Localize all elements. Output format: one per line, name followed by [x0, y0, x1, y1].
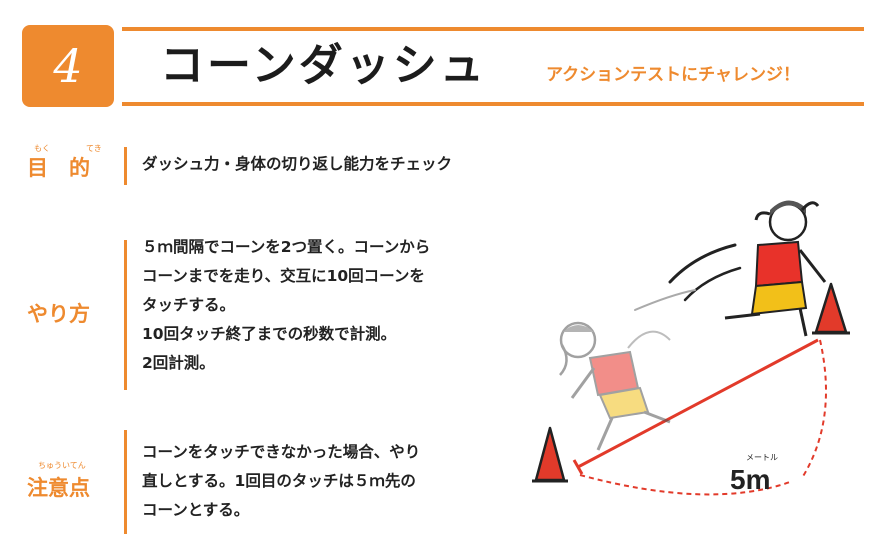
- motion-line: [634, 289, 696, 311]
- method-divider: [124, 240, 127, 390]
- cone-left-icon: [532, 426, 568, 483]
- dashed-arc-right: [801, 339, 827, 479]
- purpose-label-ruby-2: てき: [86, 144, 102, 153]
- notes-line: コーンをタッチできなかった場合、やり: [142, 443, 421, 461]
- section-number-badge: 4: [22, 25, 114, 107]
- purpose-divider: [124, 147, 127, 185]
- cone-dash-illustration: 5m メートル: [532, 200, 850, 496]
- notes-divider: [124, 430, 127, 534]
- dashed-arc-bottom: [579, 474, 791, 496]
- header-top-rule: [122, 27, 864, 31]
- notes-label: 注意点: [27, 476, 90, 500]
- notes-line: コーンとする。: [142, 501, 250, 519]
- method-line: ５ｍ間隔でコーンを2つ置く。コーンから: [142, 238, 431, 256]
- header-bottom-rule: [122, 102, 864, 106]
- method-line: コーンまでを走り、交互に10回コーンを: [142, 267, 425, 285]
- page-title: コーンダッシュ: [160, 40, 487, 91]
- distance-label: 5m: [730, 464, 770, 495]
- runner-icon: [724, 200, 827, 337]
- purpose-label-ruby-1: もく: [34, 144, 50, 153]
- notes-text: コーンをタッチできなかった場合、やり 直しとする。1回目のタッチは５ｍ先の コー…: [142, 438, 420, 525]
- distance-tick: [572, 459, 584, 475]
- method-line: 10回タッチ終了までの秒数で計測。: [142, 325, 397, 343]
- distance-ruby: メートル: [746, 453, 778, 462]
- distance-line: [577, 338, 819, 469]
- motion-line: [668, 243, 737, 284]
- purpose-line: ダッシュ力・身体の切り返し能力をチェック: [142, 155, 453, 173]
- notes-line: 直しとする。1回目のタッチは５ｍ先の: [142, 472, 416, 490]
- method-line: タッチする。: [142, 296, 236, 314]
- runner-faded-icon: [559, 321, 671, 451]
- motion-line: [683, 266, 742, 302]
- method-text: ５ｍ間隔でコーンを2つ置く。コーンから コーンまでを走り、交互に10回コーンを …: [142, 233, 430, 378]
- method-line: 2回計測。: [142, 354, 215, 372]
- purpose-label: 目 的: [27, 156, 90, 180]
- cone-right-icon: [812, 282, 850, 335]
- page-subtitle: アクションテストにチャレンジ！: [546, 65, 800, 85]
- purpose-text: ダッシュ力・身体の切り返し能力をチェック: [142, 150, 452, 179]
- method-label: やり方: [27, 302, 90, 326]
- notes-label-ruby: ちゅういてん: [38, 461, 86, 470]
